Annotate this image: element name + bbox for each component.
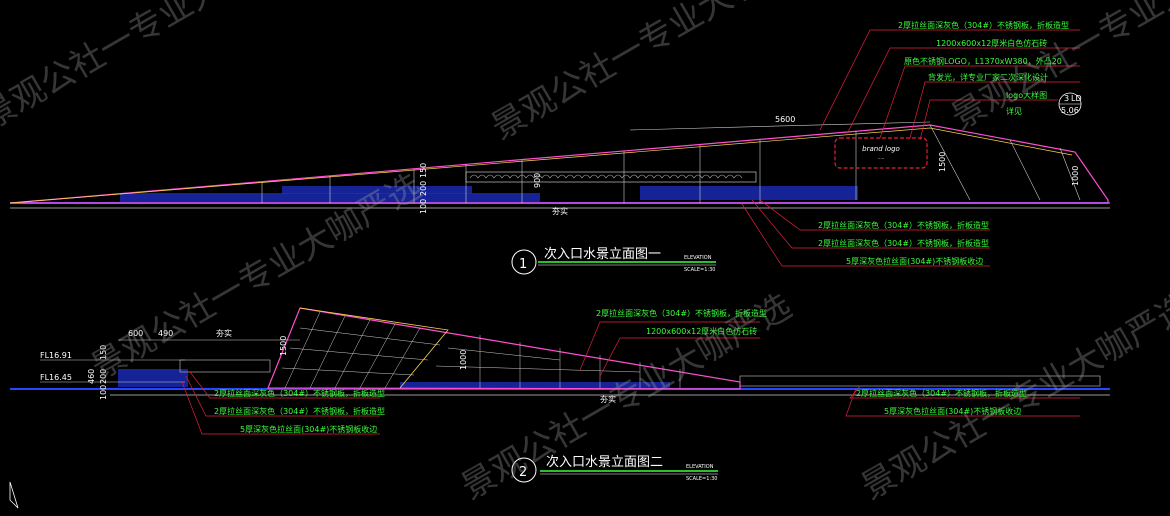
note-top-1: 2厚拉丝面深灰色（304#）不锈钢板，折板造型: [898, 20, 1069, 30]
title-number-1: 1: [519, 257, 527, 272]
watermark-5: 景观公社一专业大咖严选: [455, 286, 799, 508]
leaders-top-1: [819, 29, 1080, 141]
planting-left-2: [179, 359, 271, 373]
tile-grid-2: [281, 311, 681, 389]
north-arrow-icon: [9, 481, 19, 509]
wall-wedge-2: [267, 307, 741, 390]
leaders-2: [181, 321, 1080, 435]
logo-subtext: ·····: [878, 156, 884, 161]
wall-cap-line: [9, 127, 1073, 204]
dim-1000: 1000: [1071, 166, 1080, 186]
title-bubble-1: [511, 249, 537, 275]
watermark-2: 景观公社一专业大咖严选: [485, 0, 829, 148]
title-bubble-2: [511, 457, 537, 483]
note-bottom-1: 2厚拉丝面深灰色（304#）不锈钢板，折板造型: [818, 220, 989, 230]
dim-600: 600: [128, 329, 143, 338]
detail-ref-mid: LD: [1071, 94, 1082, 103]
water-mid-2: [400, 382, 670, 389]
title-number-2: 2: [519, 465, 527, 480]
water-base-right: [640, 186, 858, 200]
note-top-5: logo大样图: [1006, 90, 1047, 100]
note-bottom-2: 2厚拉丝面深灰色（304#）不锈钢板，折板造型: [818, 238, 989, 248]
elevation-1: brand logo ····· 5600 1500 1000 900 100 …: [9, 20, 1110, 275]
fl-top: FL16.91: [40, 351, 72, 360]
title-sub-2: ELEVATION: [686, 464, 714, 470]
dim-left-150: 150: [419, 163, 428, 178]
note2-right-1: 2厚拉丝面深灰色（304#）不锈钢板，折板造型: [856, 388, 1027, 398]
logo-text: brand logo: [862, 145, 900, 153]
dim-490: 490: [158, 329, 173, 338]
note2-left-3: 5厚深灰色拉丝面(304#)不锈钢板收边: [240, 424, 377, 434]
note-top-2: 1200x600x12厚米白色仿石砖: [936, 38, 1047, 48]
wedge-fold: [299, 307, 449, 389]
scale-1: SCALE=1:30: [684, 267, 715, 273]
ground-label-2: 夯实: [600, 394, 616, 404]
dim-left-100: 100: [419, 199, 428, 214]
dim2-left-150: 150: [99, 345, 108, 360]
note2-left-1: 2厚拉丝面深灰色（304#）不锈钢板，折板造型: [214, 388, 385, 398]
title-sub-1: ELEVATION: [684, 255, 712, 261]
dim-line-5600: [629, 121, 931, 131]
detail-ref-bottom: 5.06: [1061, 106, 1079, 115]
planting-right-2: [739, 375, 1101, 387]
shrubs-1: [469, 174, 743, 179]
dim2-left-200: 200: [99, 369, 108, 384]
water-left-2: [118, 369, 188, 387]
dim2-left-460: 460: [87, 369, 96, 384]
panel-joints-1: [261, 124, 1081, 203]
note-top-6: 详见: [1006, 106, 1022, 116]
fl-bottom: FL16.45: [40, 373, 72, 382]
note2-top-2: 1200x600x12厚米白色仿石砖: [646, 326, 757, 336]
elevation-2: FL16.91 FL16.45 100 460 200 150 600 490 …: [10, 307, 1110, 483]
detail-ref-top: 3: [1064, 94, 1069, 103]
logo-frame: [834, 137, 928, 169]
title-2: 次入口水景立面图二: [546, 454, 663, 470]
ground-label-2-top: 夯实: [216, 328, 232, 338]
leaders-bottom-1: [741, 199, 990, 267]
note2-right-2: 5厚深灰色拉丝面(304#)不锈钢板收边: [884, 406, 1021, 416]
note-top-4: 背发光，详专业厂家二次深化设计: [928, 72, 1048, 82]
note-top-3: 原色不锈钢LOGO，L1370xW380，外凸20: [904, 56, 1062, 66]
dim2-1500: 1500: [279, 336, 288, 356]
watermark-1: 景观公社一专业大咖严选: [0, 0, 318, 138]
scale-2: SCALE=1:30: [686, 476, 717, 482]
dim-1500: 1500: [938, 152, 947, 172]
note2-left-2: 2厚拉丝面深灰色（304#）不锈钢板，折板造型: [214, 406, 385, 416]
dim-5600: 5600: [775, 115, 795, 124]
dim-left-200: 200: [419, 181, 428, 196]
dim2-left-100: 100: [99, 385, 108, 400]
wall-wedge-outline: [9, 124, 1109, 204]
ground-label-1: 夯实: [552, 206, 568, 216]
note2-top-1: 2厚拉丝面深灰色（304#）不锈钢板，折板造型: [596, 308, 767, 318]
note-bottom-3: 5厚深灰色拉丝面(304#)不锈钢板收边: [846, 256, 983, 266]
water-step: [282, 186, 472, 194]
dim-900: 900: [533, 173, 542, 188]
title-1: 次入口水景立面图一: [544, 246, 661, 262]
dim2-1000: 1000: [459, 350, 468, 370]
